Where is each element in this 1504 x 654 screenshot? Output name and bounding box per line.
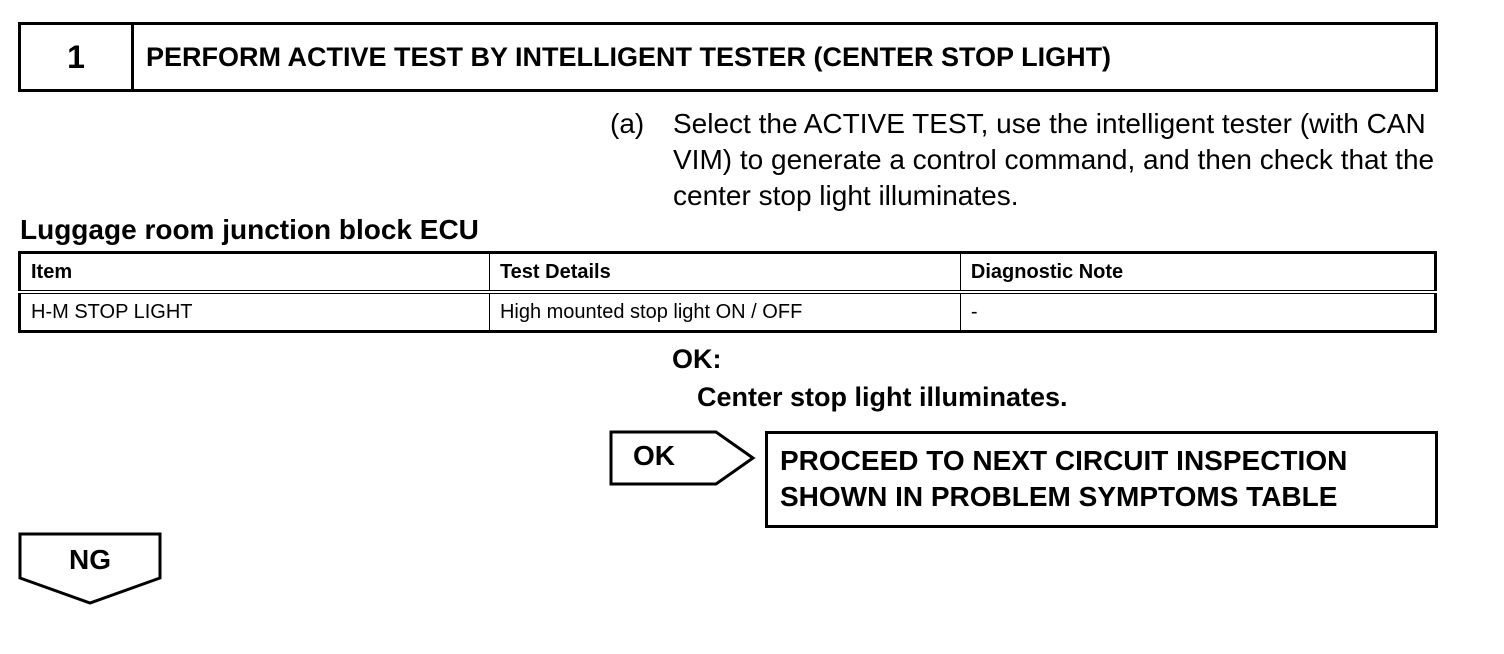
table-header-diagnostic-note: Diagnostic Note: [959, 252, 1436, 294]
table-cell-item: H-M STOP LIGHT: [31, 300, 193, 323]
step-title: PERFORM ACTIVE TEST BY INTELLIGENT TESTE…: [146, 41, 1112, 72]
step-number: 1: [21, 25, 134, 89]
table-cell-test-details: High mounted stop light ON / OFF: [488, 292, 961, 332]
active-test-table: Item Test Details Diagnostic Note H-M ST…: [18, 251, 1437, 333]
table-row: H-M STOP LIGHT High mounted stop light O…: [20, 292, 1436, 332]
proceed-action-line-2: SHOWN IN PROBLEM SYMPTOMS TABLE: [780, 481, 1338, 512]
ng-arrow-shape-icon: [18, 532, 162, 605]
ok-branch-arrow: OK: [609, 430, 759, 488]
table-header-row: Item Test Details Diagnostic Note: [19, 252, 1436, 294]
step-header: 1 PERFORM ACTIVE TEST BY INTELLIGENT TES…: [18, 22, 1438, 92]
table-header-test-details: Test Details: [488, 252, 961, 294]
table-cell-diagnostic-note: -: [959, 292, 1436, 332]
ng-branch-arrow: NG: [18, 532, 164, 606]
instruction-marker: (a): [610, 108, 645, 139]
instruction: (a) Select the ACTIVE TEST, use the inte…: [610, 106, 1450, 214]
section-title: Luggage room junction block ECU: [20, 214, 479, 245]
table-header-item: Item: [19, 252, 490, 294]
proceed-action-box: PROCEED TO NEXT CIRCUIT INSPECTION SHOWN…: [765, 431, 1438, 528]
ng-branch-label: NG: [69, 544, 111, 575]
proceed-action-line-1: PROCEED TO NEXT CIRCUIT INSPECTION: [780, 445, 1348, 476]
instruction-text: Select the ACTIVE TEST, use the intellig…: [673, 108, 1435, 211]
ok-branch-label: OK: [633, 440, 675, 471]
ok-condition-label: OK:: [672, 344, 722, 374]
ok-condition-text: Center stop light illuminates.: [697, 382, 1068, 412]
ok-arrow-shape-icon: [609, 430, 756, 486]
